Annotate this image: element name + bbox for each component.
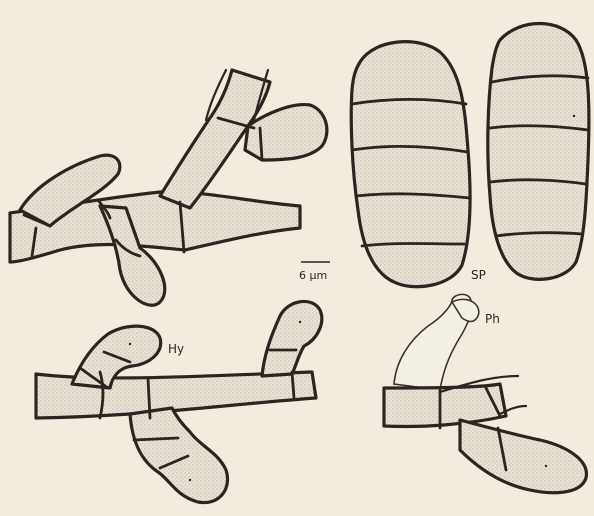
spore-left	[351, 42, 470, 287]
scale-bar: 6 µm	[299, 262, 330, 282]
hyphae-branching-group-top	[10, 70, 327, 305]
hyphae-group-bottom	[36, 301, 322, 502]
hypha-branch-right-upright	[262, 301, 322, 376]
label-hyphae: Hy	[168, 342, 184, 356]
label-spores: SP	[471, 268, 486, 282]
spores-group	[351, 24, 589, 287]
label-phialide: Ph	[485, 312, 500, 326]
scale-bar-label: 6 µm	[299, 269, 327, 282]
hypha-lobe-bottom	[130, 408, 228, 503]
conidium-lower	[460, 420, 586, 493]
spore-right	[488, 24, 589, 280]
